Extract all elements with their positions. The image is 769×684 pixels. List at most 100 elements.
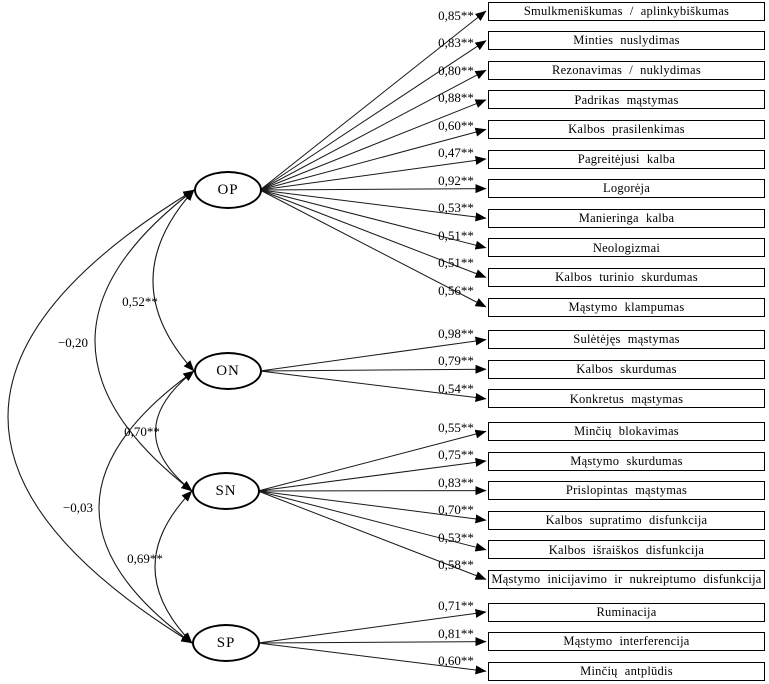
indicator-label: Kalbos skurdumas [576,361,677,376]
loading-coefficient: 0,75** [438,447,474,463]
loading-coefficient: 0,81** [438,625,474,641]
indicator-label: Logorėja [602,181,651,196]
indicator-label: Mąstymo interferencija [563,634,690,649]
indicator-label: Rezonavimas / nuklydimas [552,62,701,77]
correlation-curve-op-sp [7,189,195,644]
indicator-box: Kalbos skurdumas [488,359,765,379]
indicator-box: Minčių antplūdis [488,661,765,681]
loading-coefficient: 0,70** [438,502,474,518]
indicator-label: Kalbos prasilenkimas [568,122,685,137]
loading-coefficient: 0,88** [438,90,474,106]
factor-ellipse-op: OP [194,171,262,209]
indicator-label: Minties nuslydimas [573,33,680,48]
loading-arrow [259,370,487,402]
loading-coefficient: 0,54** [438,380,474,396]
loading-coefficient: 0,51** [438,227,474,243]
loading-arrow [259,155,487,191]
loading-coefficient: 0,79** [438,353,474,369]
indicator-box: Neologizmai [488,238,765,258]
indicator-label: Minčių blokavimas [574,424,679,439]
correlation-curve-on-sp [98,370,195,644]
loading-coefficient: 0,83** [438,35,474,51]
indicator-label: Manieringa kalba [578,210,675,225]
loading-arrow [259,40,487,191]
loading-coefficient: 0,58** [438,557,474,573]
correlation-coefficient-on-sp: −0,03 [62,500,94,515]
indicator-label: Minčių antplūdis [580,663,673,678]
loading-coefficient: 0,71** [438,598,474,614]
indicator-box: Sulėtėjęs mąstymas [488,330,765,350]
loading-arrow [257,490,487,524]
loading-arrow [259,189,487,278]
factor-label: SP [216,634,236,651]
indicator-box: Konkretus mąstymas [488,389,765,409]
loading-arrow [259,184,487,194]
loading-arrow [259,336,487,372]
loading-coefficient: 0,80** [438,62,474,78]
indicator-box: Rezonavimas / nuklydimas [488,60,765,80]
loading-arrow [259,364,487,374]
loading-coefficient: 0,56** [438,282,474,298]
indicator-box: Prislopintas mąstymas [488,481,765,501]
indicator-box: Mąstymo skurdumas [488,451,765,471]
correlation-coefficient-op-sn: −0,20 [57,335,89,350]
loading-coefficient: 0,83** [438,474,474,490]
loading-arrow [259,10,487,191]
indicator-label: Sulėtėjęs mąstymas [573,332,680,347]
indicator-label: Ruminacija [596,604,657,619]
loading-coefficient: 0,60** [438,117,474,133]
loading-arrow [257,490,487,580]
indicator-box: Mąstymo klampumas [488,297,765,317]
loading-arrow [259,189,487,250]
correlation-curve-op-sn [94,189,195,492]
indicator-box: Padrikas mąstymas [488,90,765,110]
indicator-box: Kalbos supratimo disfunkcija [488,510,765,530]
loading-coefficient: 0,55** [438,419,474,435]
loading-arrow [259,189,487,222]
indicator-label: Mąstymo skurdumas [570,453,683,468]
loading-arrow [257,457,487,492]
loading-arrow [257,608,487,644]
loading-coefficient: 0,92** [438,172,474,188]
loading-coefficient: 0,98** [438,325,474,341]
indicator-box: Mąstymo interferencija [488,632,765,652]
loading-coefficient: 0,85** [438,7,474,23]
indicator-box: Mąstymo inicijavimo ir nukreiptumo disfu… [488,569,765,589]
indicator-box: Logorėja [488,179,765,199]
loading-arrow [257,490,487,552]
loading-arrow [259,99,487,191]
indicator-label: Padrikas mąstymas [574,92,679,107]
correlation-curve-op-on [152,189,195,372]
indicator-label: Kalbos supratimo disfunkcija [545,512,708,527]
indicator-label: Prislopintas mąstymas [565,483,688,498]
indicator-label: Smulkmeniškumas / aplinkybiškumas [523,3,730,18]
indicator-box: Minties nuslydimas [488,31,765,51]
indicator-box: Ruminacija [488,602,765,622]
indicator-label: Kalbos turinio skurdumas [555,270,698,285]
loading-coefficient: 0,53** [438,200,474,216]
factor-ellipse-sp: SP [192,624,260,662]
factor-ellipse-on: ON [194,352,262,390]
correlation-curve-sn-sp [154,490,193,644]
correlation-curve-on-sn [155,370,195,492]
indicator-label: Mąstymo inicijavimo ir nukreiptumo disfu… [491,572,762,587]
indicator-box: Minčių blokavimas [488,421,765,441]
loading-arrow [257,642,487,675]
loading-coefficient: 0,47** [438,145,474,161]
loading-coefficient: 0,53** [438,529,474,545]
indicator-box: Kalbos išraiškos disfunkcija [488,540,765,560]
loading-coefficient: 0,51** [438,255,474,271]
indicator-box: Pagreitėjusi kalba [488,149,765,169]
indicator-label: Neologizmai [592,240,661,255]
loading-arrow [259,69,487,191]
correlation-coefficient-sn-sp: 0,69** [127,551,163,566]
indicator-box: Kalbos prasilenkimas [488,119,765,139]
indicator-label: Pagreitėjusi kalba [577,151,676,166]
loading-arrow [259,189,487,308]
indicator-box: Kalbos turinio skurdumas [488,267,765,287]
loading-arrow [259,127,487,191]
loading-arrow [257,429,487,492]
loading-arrow [257,637,487,647]
indicator-box: Manieringa kalba [488,208,765,228]
factor-label: OP [217,181,239,198]
